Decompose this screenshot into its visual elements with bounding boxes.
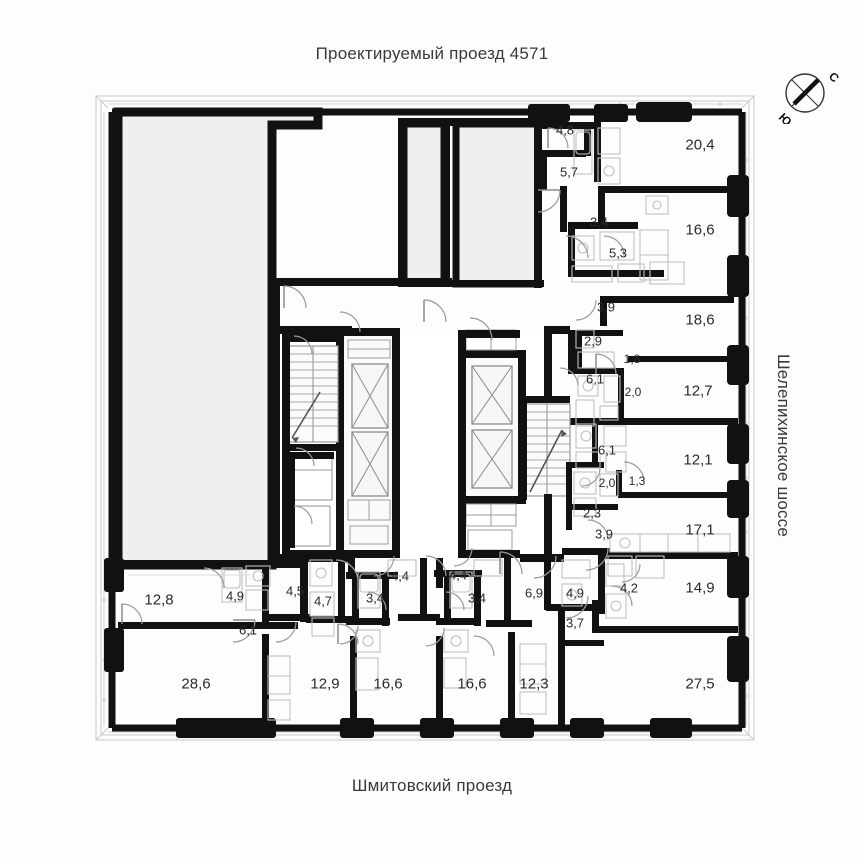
fixtures-linework bbox=[128, 127, 731, 721]
compass-rose: С Ю bbox=[776, 69, 840, 124]
staircase-right bbox=[523, 403, 571, 497]
central-core bbox=[272, 326, 571, 562]
elevator-shaft-right-lower bbox=[471, 429, 513, 489]
street-label-bottom: Шмитовский проезд bbox=[351, 776, 513, 795]
elevator-shaft-left-upper bbox=[351, 363, 389, 429]
door-leaves bbox=[121, 128, 597, 644]
bottom-apartments-walls bbox=[118, 546, 610, 728]
elevator-shaft-right-upper bbox=[471, 365, 513, 425]
elevator-shaft-left-lower bbox=[351, 431, 389, 497]
street-label-top: Проектируемый проезд 4571 bbox=[315, 44, 549, 63]
door-swings bbox=[121, 127, 645, 657]
right-apartments-walls bbox=[566, 186, 738, 633]
staircase-left bbox=[287, 345, 339, 443]
top-center-shafts bbox=[400, 120, 542, 288]
structural-piers bbox=[104, 102, 749, 738]
